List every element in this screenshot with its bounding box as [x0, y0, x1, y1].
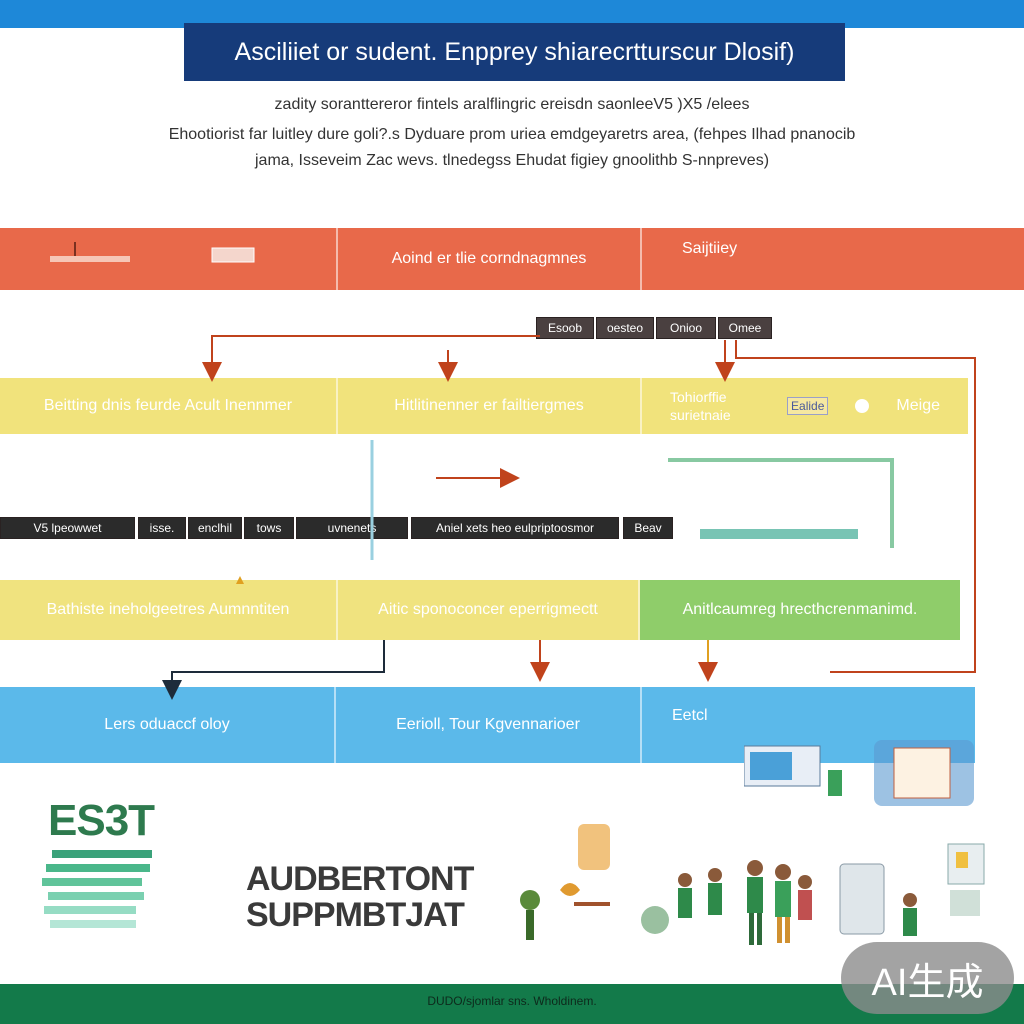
big-text-line-1: AUDBERTONT: [246, 860, 474, 898]
subtitle-line-2: Ehootiorist far luitley dure goli?.s Dyd…: [168, 126, 856, 143]
subtitle-line-1: zadity soranttereror fintels aralflingri…: [274, 96, 750, 113]
mid-tag-7: Beav: [623, 517, 673, 539]
mid-tag-4: tows: [244, 517, 294, 539]
big-text-line-2: SUPPMBTJAT: [246, 896, 465, 934]
mid-tag-2: isse.: [138, 517, 186, 539]
flow-tag-4: Omee: [718, 317, 772, 339]
connector-6: [668, 458, 894, 548]
blue-cell-1: Lers oduaccf oloy: [0, 687, 336, 763]
stairs-icon: [42, 850, 152, 928]
connector-1: [202, 335, 540, 382]
connector-9: [162, 640, 385, 700]
ruler-icon: [50, 242, 255, 263]
people-illustration: [520, 824, 985, 945]
red-cell-2: Aoind er tlie corndnagmnes: [338, 228, 642, 290]
mid-tag-3: enclhil: [188, 517, 242, 539]
page-title: Asciliiet or sudent. Enpprey shiarecrttu…: [184, 23, 845, 81]
mid-tag-6: Aniel xets heo eulpriptoosmor: [411, 517, 619, 539]
yellow2-cell-1: Bathiste ineholgeetres Aumnntiten: [0, 580, 338, 640]
blue-cell-3: Eetcl: [672, 707, 708, 724]
red-cell-3: Saijtiiey: [682, 240, 738, 257]
logo: ES3T: [48, 796, 155, 845]
desk-illustration: [744, 740, 974, 806]
dot-icon: [855, 399, 870, 413]
yellow-band-2: Bathiste ineholgeetres Aumnntiten Aitic …: [0, 580, 960, 640]
flow-tag-2: oesteo: [596, 317, 654, 339]
red-band: Aoind er tlie corndnagmnes Saijtiiey: [0, 228, 1024, 290]
yellow2-cell-3: Anitlcaumreg hrecthcrenmanimd.: [640, 580, 960, 640]
mid-tag-1: V5 lpeowwet: [0, 517, 135, 539]
yellow1-cell-3-end: Meige: [896, 397, 940, 414]
subtitle-line-3: jama, Isseveim Zac wevs. tlnedegss Ehuda…: [254, 152, 770, 169]
ai-generated-badge: AI生成: [841, 942, 1014, 1014]
mid-tag-5: uvnenets: [296, 517, 408, 539]
yellow1-cell-3-label: Tohiorffie surietnaie: [670, 389, 731, 423]
footer-text: DUDO/sjomlar sns. Wholdinem.: [427, 994, 597, 1008]
yellow1-cell-1: Beitting dnis feurde Acult Inennmer: [0, 378, 338, 434]
yellow1-badge: Ealide: [787, 397, 829, 415]
yellow2-cell-2: Aitic sponoconcer eperrigmectt: [338, 580, 640, 640]
flow-tag-1: Esoob: [536, 317, 594, 339]
yellow1-cell-2: Hitlitinenner er failtiergmes: [338, 378, 642, 434]
yellow-band-1: Beitting dnis feurde Acult Inennmer Hitl…: [0, 378, 968, 434]
yellow1-cell-3: Tohiorffie surietnaie Ealide Meige: [642, 378, 968, 434]
flow-tag-3: Onioo: [656, 317, 716, 339]
blue-cell-2: Eerioll, Tour Kgvennarioer: [336, 687, 642, 763]
red-cell-1: [0, 228, 338, 290]
